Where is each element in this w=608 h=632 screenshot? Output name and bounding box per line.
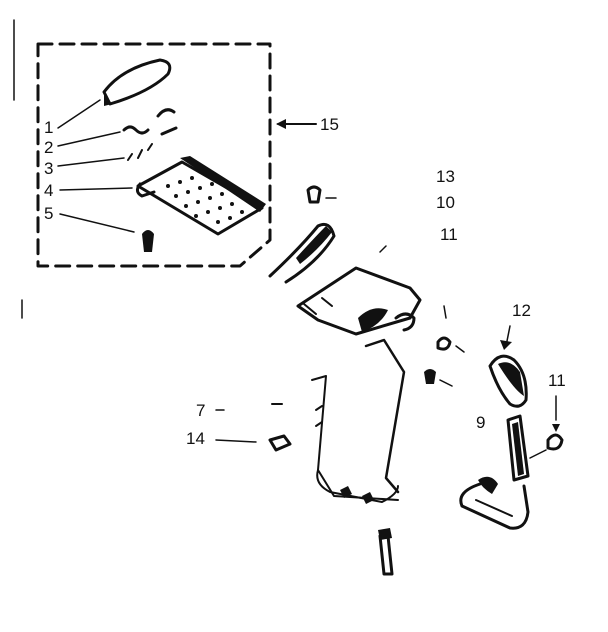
kit-filter-edge bbox=[180, 156, 266, 212]
valve-tick bbox=[379, 245, 387, 253]
label-14: 14 bbox=[186, 429, 205, 448]
leader-14 bbox=[215, 439, 257, 443]
o-ring-right bbox=[546, 433, 564, 451]
kit-clip-b bbox=[160, 126, 178, 136]
leader-11-right-arrow bbox=[552, 424, 560, 432]
leader-9b bbox=[529, 449, 547, 459]
screw-upper bbox=[306, 185, 322, 204]
valve-stem-top bbox=[378, 528, 392, 540]
hose-bend-end bbox=[478, 476, 498, 494]
kit-filter-holes bbox=[166, 176, 244, 224]
kit-parts bbox=[102, 58, 266, 252]
kit-cap-tip bbox=[104, 94, 112, 106]
nut-14 bbox=[268, 434, 292, 452]
kit-filter-tab bbox=[135, 182, 156, 198]
label-12: 12 bbox=[512, 301, 531, 320]
valve-body-shade bbox=[358, 308, 388, 332]
bracket-base bbox=[316, 469, 399, 503]
hose-cap bbox=[488, 354, 528, 408]
kit-cap-part bbox=[102, 58, 172, 106]
kit-box-outline bbox=[36, 42, 272, 268]
leader-2 bbox=[57, 131, 121, 147]
label-2: 2 bbox=[44, 138, 53, 157]
leader-12-arrow bbox=[500, 340, 512, 350]
leader-screw-lower bbox=[439, 379, 453, 387]
valve-ports bbox=[303, 297, 333, 315]
leader-3 bbox=[57, 157, 125, 167]
leader-4 bbox=[59, 187, 133, 191]
o-ring-leader bbox=[443, 305, 447, 319]
hose-tube bbox=[506, 414, 530, 482]
valve-body bbox=[296, 266, 422, 336]
hose-cap-shade bbox=[498, 362, 524, 396]
label-3: 3 bbox=[44, 159, 53, 178]
label-9: 9 bbox=[476, 413, 485, 432]
bracket-body bbox=[311, 375, 399, 501]
kit-plug bbox=[142, 230, 154, 252]
label-11-right: 11 bbox=[548, 371, 566, 390]
handle-lever bbox=[268, 222, 336, 284]
o-ring-leader-b bbox=[455, 345, 465, 353]
kit-pins bbox=[127, 143, 153, 161]
leader-15-arrow bbox=[276, 119, 286, 129]
label-1: 1 bbox=[44, 118, 53, 137]
hose-bend-inner bbox=[475, 499, 513, 517]
label-7: 7 bbox=[196, 401, 205, 420]
label-11-top: 11 bbox=[440, 225, 458, 244]
valve-stem bbox=[378, 534, 394, 576]
bracket-ticks bbox=[315, 405, 323, 427]
o-ring-left bbox=[436, 336, 452, 351]
bracket-arm bbox=[364, 338, 406, 494]
bracket-holes bbox=[340, 486, 374, 504]
leader-5 bbox=[59, 213, 135, 233]
kit-spring bbox=[122, 125, 150, 135]
kit-clip-a bbox=[156, 108, 176, 118]
hose-tube-shade bbox=[512, 422, 524, 476]
valve-spout bbox=[394, 312, 416, 332]
hose-bend bbox=[459, 482, 530, 530]
label-13: 13 bbox=[436, 167, 455, 186]
label-15: 15 bbox=[320, 115, 339, 134]
leader-1 bbox=[57, 99, 101, 129]
label-5: 5 bbox=[44, 204, 53, 223]
label-10: 10 bbox=[436, 193, 455, 212]
kit-leaders bbox=[57, 99, 135, 233]
screw-lower bbox=[424, 369, 436, 384]
label-4: 4 bbox=[44, 181, 53, 200]
handle-lever-shade bbox=[296, 226, 332, 264]
